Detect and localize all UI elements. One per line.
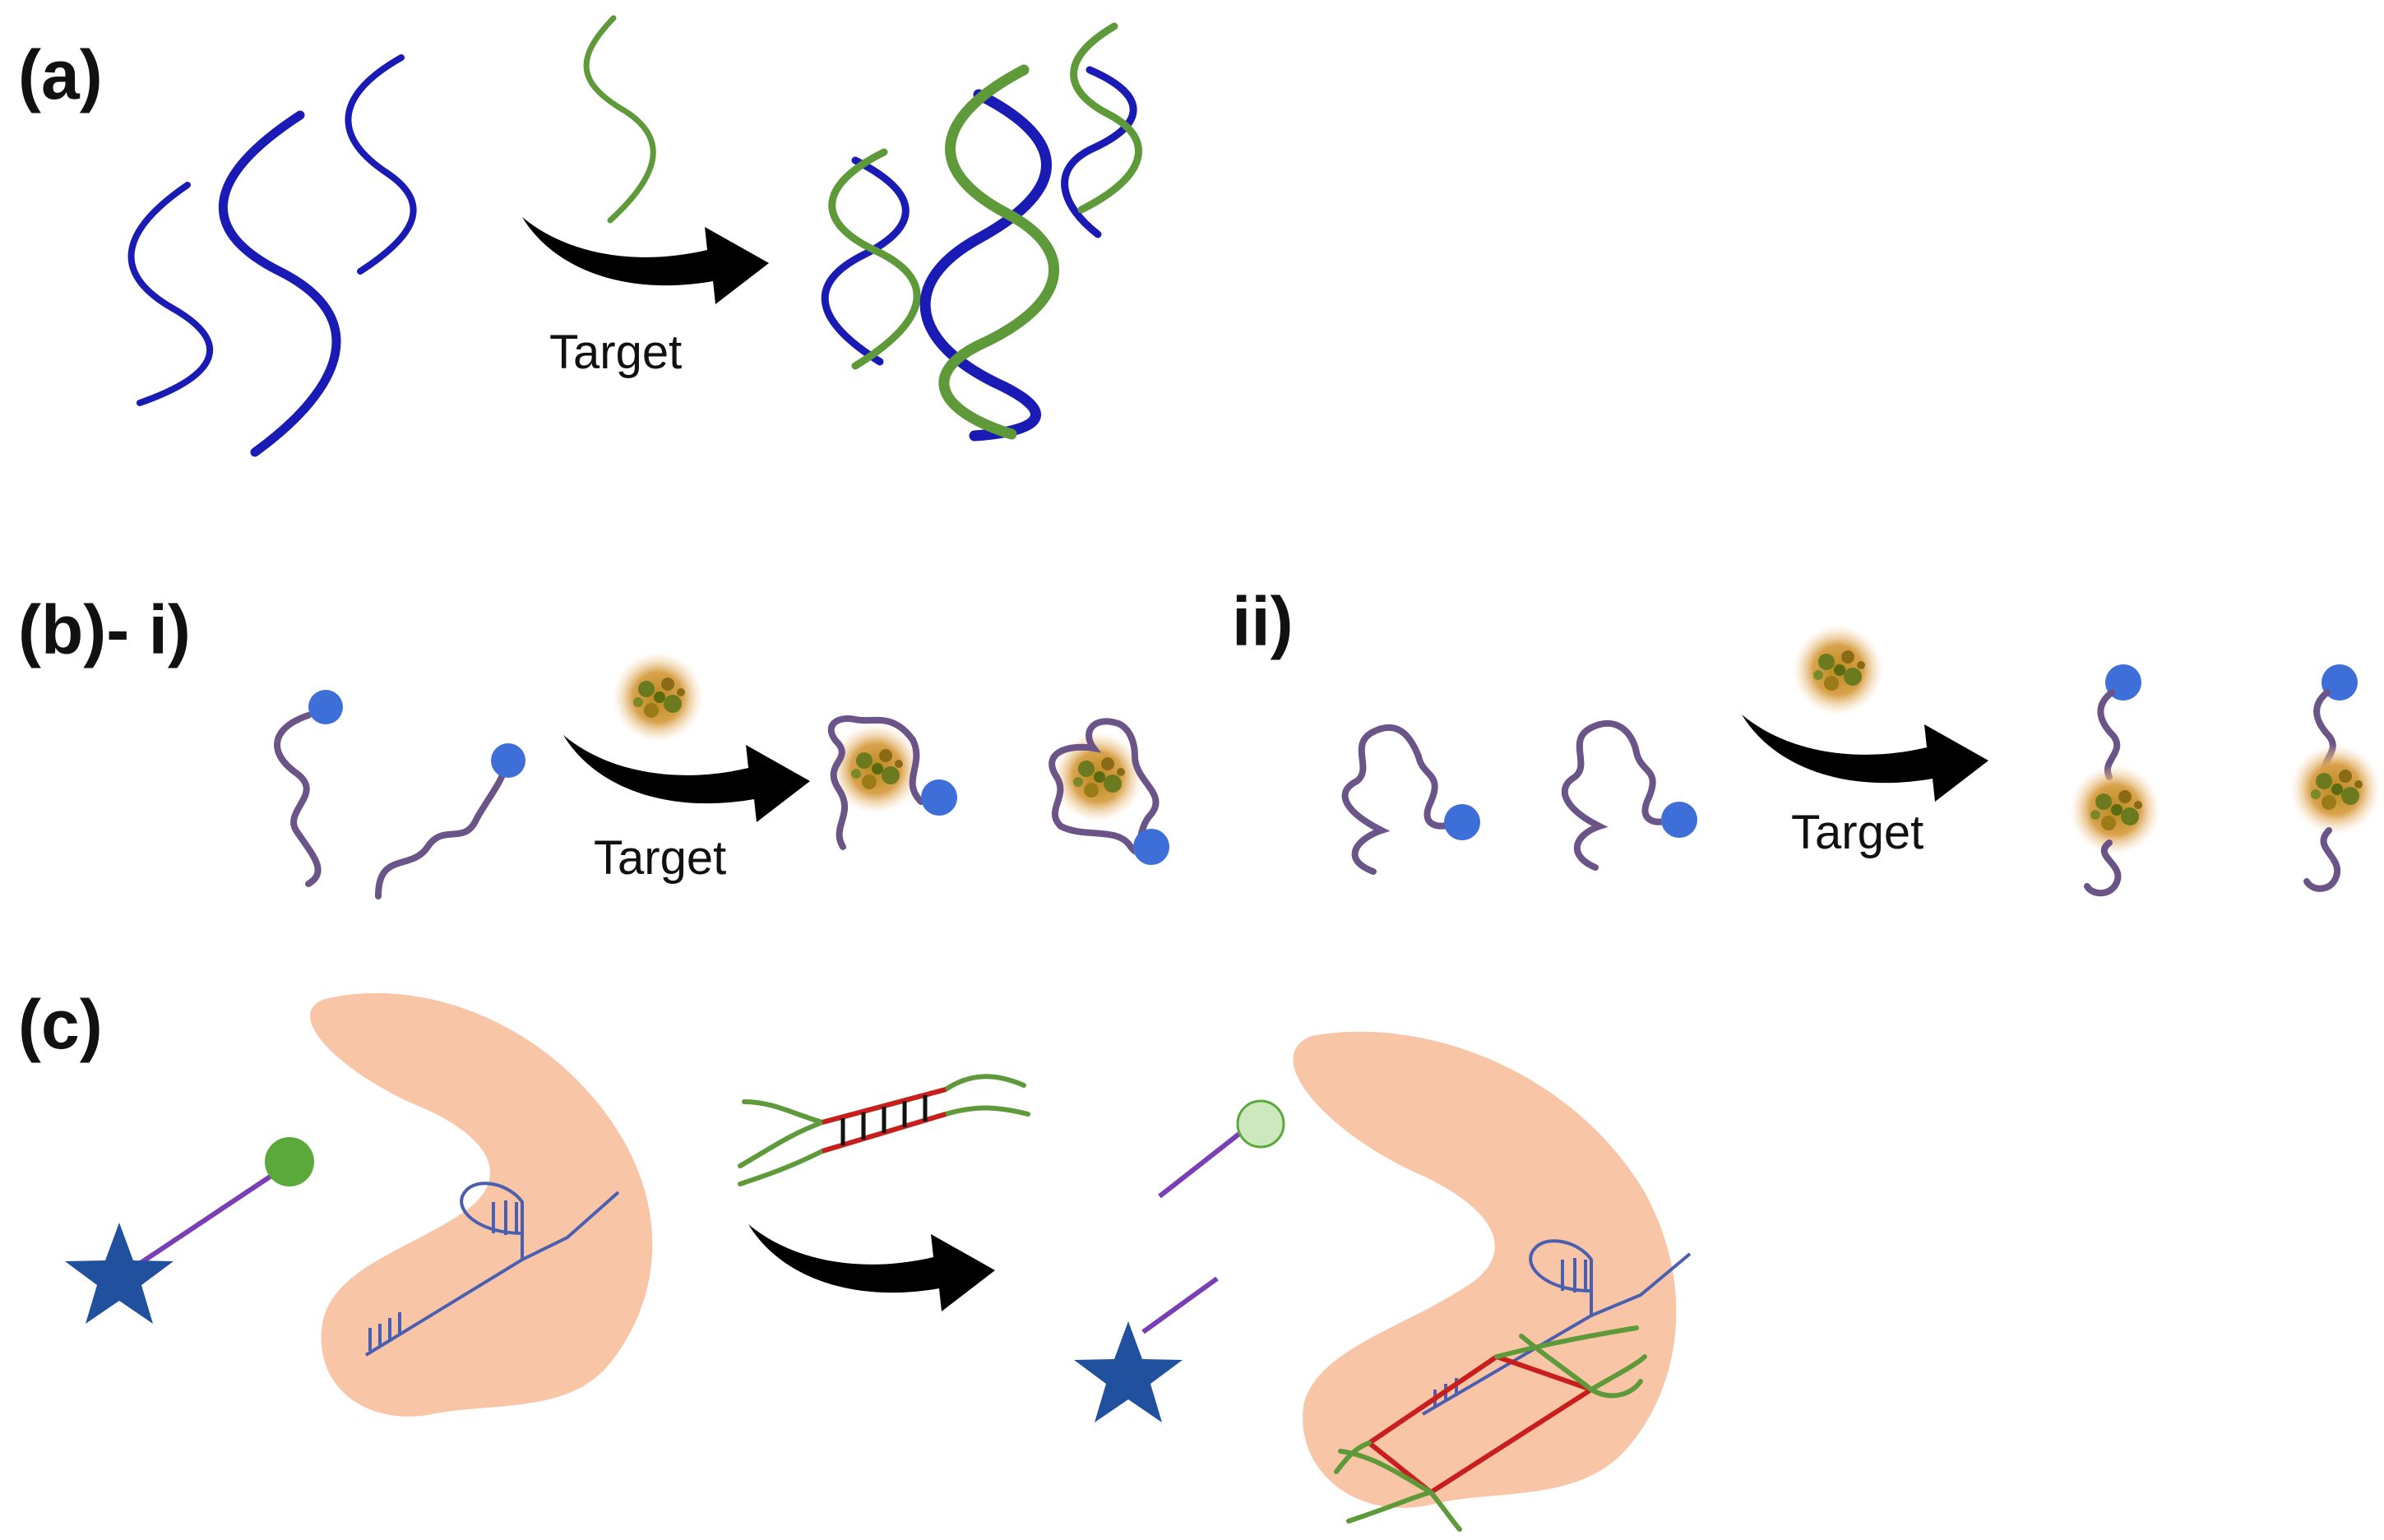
probe-strand-1 bbox=[127, 182, 214, 406]
panel-c: (c) bbox=[18, 986, 1692, 1532]
helix-3-probe bbox=[1061, 66, 1137, 238]
crrna bbox=[364, 1182, 620, 1357]
fluorophore-bead bbox=[1133, 829, 1169, 865]
panel-b-i-label: (b)- i) bbox=[18, 591, 191, 668]
aptamer-folded-2 bbox=[1561, 719, 1697, 871]
target-molecule-icon bbox=[2290, 744, 2381, 835]
panel-c-label: (c) bbox=[18, 986, 103, 1063]
quencher-circle-icon bbox=[1236, 1099, 1285, 1149]
double-helices bbox=[821, 22, 1142, 442]
panel-a: (a) Target bbox=[18, 15, 1142, 457]
cas-protein-after bbox=[1293, 1031, 1692, 1532]
probe-strand-2 bbox=[218, 110, 341, 457]
aptamer-folded-1 bbox=[1341, 724, 1480, 875]
target-molecule-icon bbox=[1793, 625, 1883, 715]
bound-target-dsdna bbox=[1334, 1325, 1647, 1532]
cas-protein-before bbox=[310, 992, 653, 1417]
target-molecule-icon bbox=[1053, 732, 1143, 822]
curved-arrow-icon bbox=[563, 735, 810, 822]
panel-b-ii-label: ii) bbox=[1232, 583, 1294, 660]
crrna bbox=[1421, 1239, 1692, 1416]
target-molecule-icon bbox=[613, 652, 703, 742]
fluorophore-star-icon bbox=[65, 1223, 174, 1324]
arrow-label-b-ii: Target bbox=[1791, 806, 1923, 859]
arrow-label-a: Target bbox=[549, 326, 682, 379]
target-molecule-icon bbox=[2070, 765, 2160, 855]
quencher-circle-icon bbox=[265, 1137, 314, 1186]
panel-b: (b)- i) ii) Target bbox=[18, 583, 2381, 899]
fluorophore-bead bbox=[2322, 664, 2358, 701]
probe-strand-3 bbox=[345, 54, 417, 275]
helix-2-target bbox=[938, 64, 1059, 440]
target-strand-a bbox=[583, 15, 656, 224]
fluorophore-bead bbox=[491, 743, 525, 778]
intact-reporter bbox=[65, 1137, 314, 1324]
helix-1-probe bbox=[821, 156, 910, 366]
aptamer-extended-1 bbox=[2070, 664, 2160, 897]
aptamer-bound-2 bbox=[1048, 718, 1169, 865]
curved-arrow-icon bbox=[748, 1224, 995, 1311]
aptamer-unbound-1 bbox=[274, 690, 343, 887]
helix-3-target bbox=[1070, 22, 1142, 214]
arrow-label-b-i: Target bbox=[594, 831, 726, 885]
fluorophore-bead bbox=[1444, 804, 1480, 840]
fluorophore-bead bbox=[921, 779, 957, 816]
single-strand-probes bbox=[127, 54, 417, 457]
fluorophore-star-icon bbox=[1074, 1321, 1183, 1422]
aptamer-bound-1 bbox=[827, 715, 957, 850]
helix-2-probe bbox=[919, 89, 1052, 442]
aptamer-extended-2 bbox=[2290, 664, 2381, 892]
fluorophore-bead bbox=[1661, 802, 1697, 838]
aptamer-unbound-2 bbox=[375, 743, 525, 899]
curved-arrow-icon bbox=[1742, 715, 1988, 802]
curved-arrow-icon bbox=[522, 217, 769, 304]
fluorophore-bead bbox=[308, 690, 343, 724]
target-dsdna bbox=[738, 1074, 1030, 1186]
helix-1-target bbox=[828, 148, 921, 370]
panel-a-label: (a) bbox=[18, 36, 103, 113]
cleaved-reporter bbox=[1074, 1099, 1285, 1422]
